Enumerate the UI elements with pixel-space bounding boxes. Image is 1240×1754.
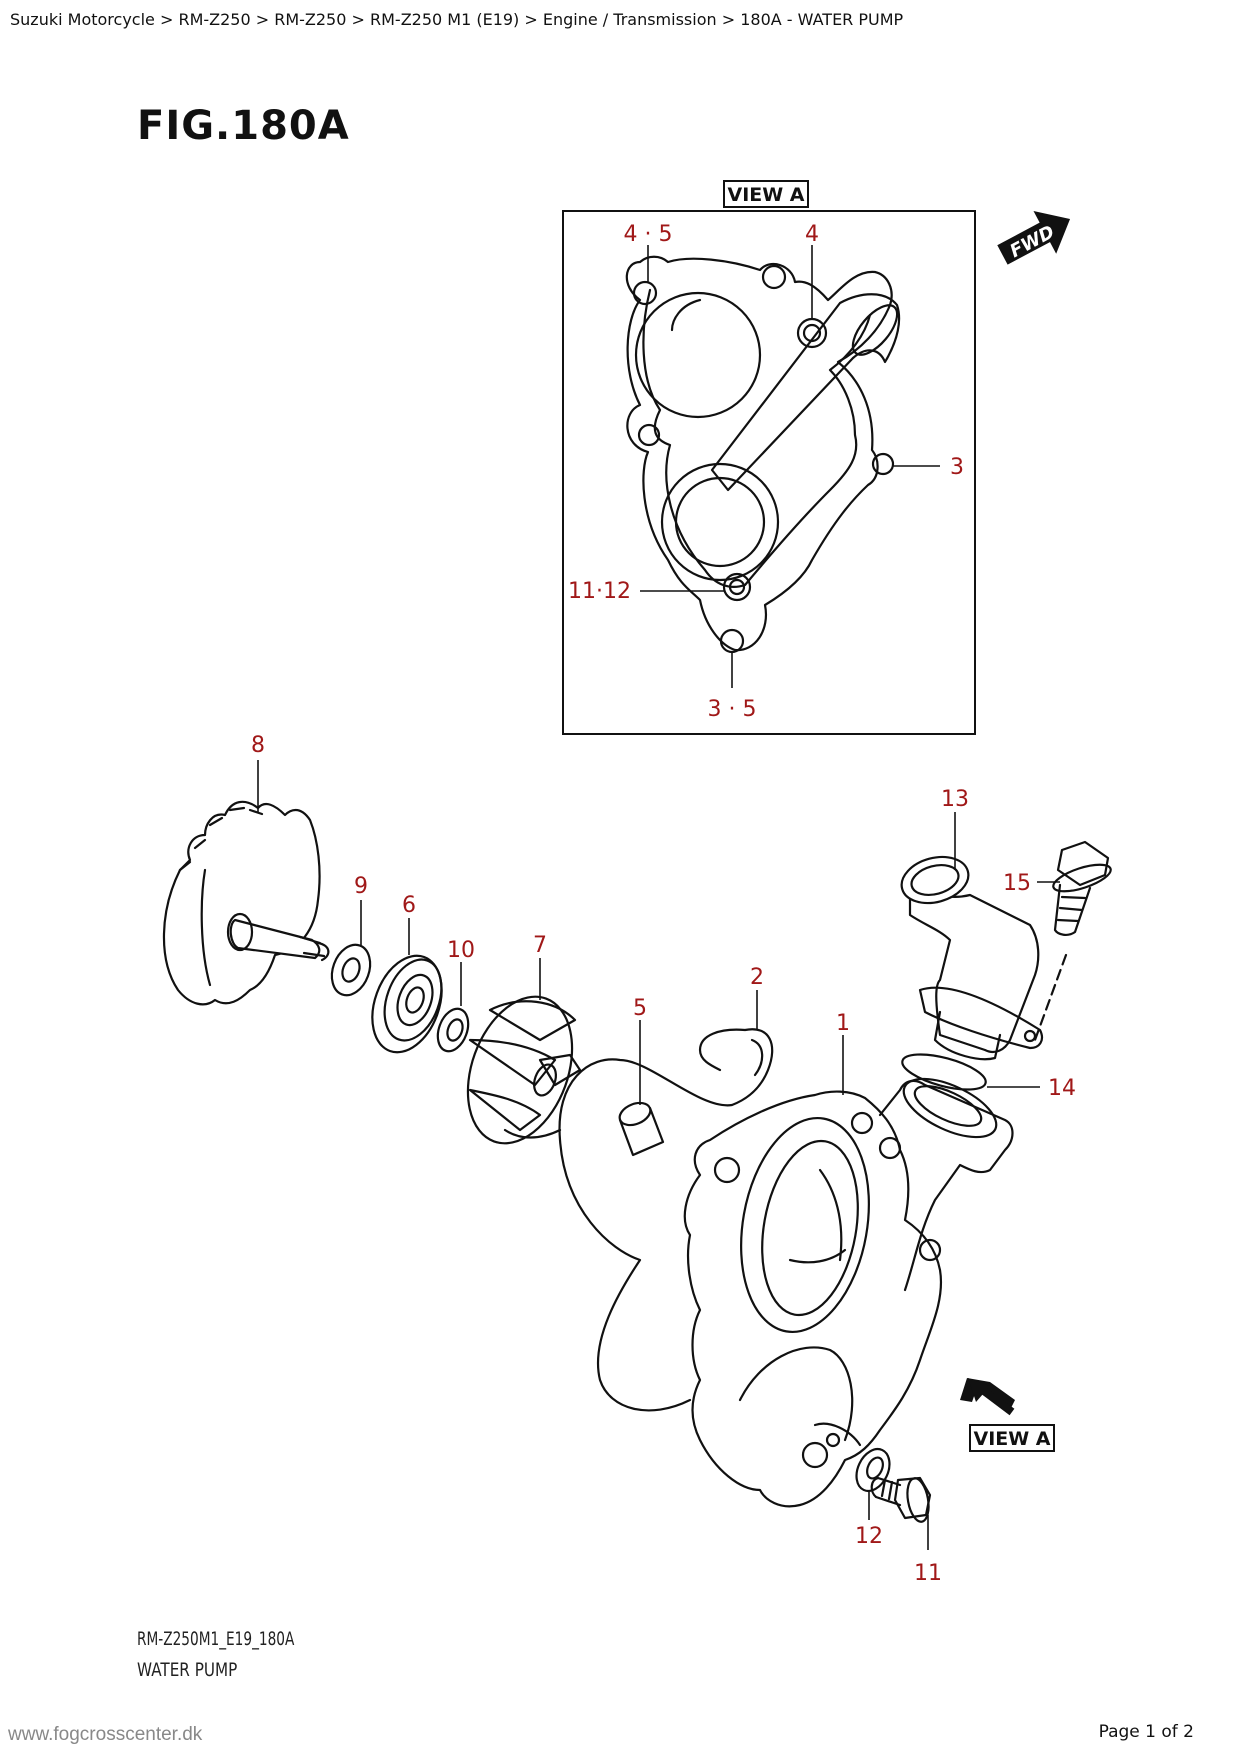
bolt-hole xyxy=(761,264,787,290)
view-a-ref-box xyxy=(969,1424,1055,1452)
callout-6: 6 xyxy=(402,893,416,918)
outlet-tube-end xyxy=(851,304,899,356)
view-a-reference-label: VIEW A xyxy=(973,1428,1050,1450)
callout-5: 5 xyxy=(633,996,647,1021)
callout-7: 7 xyxy=(533,933,547,958)
outlet-elbow-13 xyxy=(900,855,1044,1061)
lower-chamber-inner xyxy=(674,476,766,568)
bolt-hole xyxy=(871,452,895,476)
bolt-hole xyxy=(632,280,658,306)
view-a-inset: VIEW A 4 · 5 4 3 11·12 3 · 5 xyxy=(562,180,976,735)
fwd-arrow: FWD xyxy=(997,211,1071,265)
pump-gear-shaft xyxy=(162,800,330,1006)
callout-3-5-bottom: 3 · 5 xyxy=(708,697,757,722)
washer-10 xyxy=(436,1007,470,1053)
callout-1: 1 xyxy=(836,1011,850,1036)
view-a-frame xyxy=(562,210,976,735)
callout-2: 2 xyxy=(750,965,764,990)
breadcrumb[interactable]: Suzuki Motorcycle > RM-Z250 > RM-Z250 > … xyxy=(10,10,904,29)
pump-cover-groove xyxy=(642,288,872,588)
diagram-caption: WATER PUMP xyxy=(137,1659,238,1681)
impeller-bore xyxy=(634,291,762,419)
callout-10: 10 xyxy=(447,938,475,963)
bolt-hole xyxy=(637,423,661,447)
gasket-2 xyxy=(558,1028,774,1412)
page-indicator: Page 1 of 2 xyxy=(1098,1722,1194,1742)
callout-3-right: 3 xyxy=(950,455,964,480)
bolt-hole-inner xyxy=(728,578,746,596)
dowel-pin-5 xyxy=(618,1101,665,1157)
lower-chamber xyxy=(660,462,780,582)
callout-9: 9 xyxy=(354,874,368,899)
bolt-11 xyxy=(870,1476,932,1523)
mechanical-seal-6 xyxy=(371,954,443,1054)
site-url[interactable]: www.fogcrosscenter.dk xyxy=(8,1724,203,1745)
callout-11: 11 xyxy=(914,1561,942,1586)
callout-14: 14 xyxy=(1048,1076,1076,1101)
bolt-hole xyxy=(796,317,828,349)
callout-11-12: 11·12 xyxy=(568,579,631,604)
callout-4-5-top: 4 · 5 xyxy=(624,222,673,247)
view-a-arrow xyxy=(960,1378,1015,1416)
view-a-label-box xyxy=(723,180,809,208)
pump-cover-outline xyxy=(625,255,893,652)
outlet-tube xyxy=(710,293,901,492)
callout-13: 13 xyxy=(941,787,969,812)
callout-12: 12 xyxy=(855,1524,883,1549)
bolt-hole-inner xyxy=(802,323,822,343)
washer-9 xyxy=(330,943,372,997)
impeller-7 xyxy=(466,995,582,1145)
bolt-hole xyxy=(722,572,752,602)
callout-4-top: 4 xyxy=(805,222,819,247)
bolt-15 xyxy=(1033,840,1112,1042)
pump-cover-1 xyxy=(683,1077,1014,1508)
o-ring-14 xyxy=(901,1053,987,1091)
gasket-2-inner xyxy=(750,1038,764,1077)
diagram-code: RM-Z250M1_E19_180A xyxy=(137,1628,295,1650)
figure-title: FIG.180A xyxy=(137,103,350,149)
callout-8: 8 xyxy=(251,733,265,758)
callout-15: 15 xyxy=(1003,871,1031,896)
view-a-label: VIEW A xyxy=(727,184,804,206)
washer-12 xyxy=(855,1447,891,1493)
